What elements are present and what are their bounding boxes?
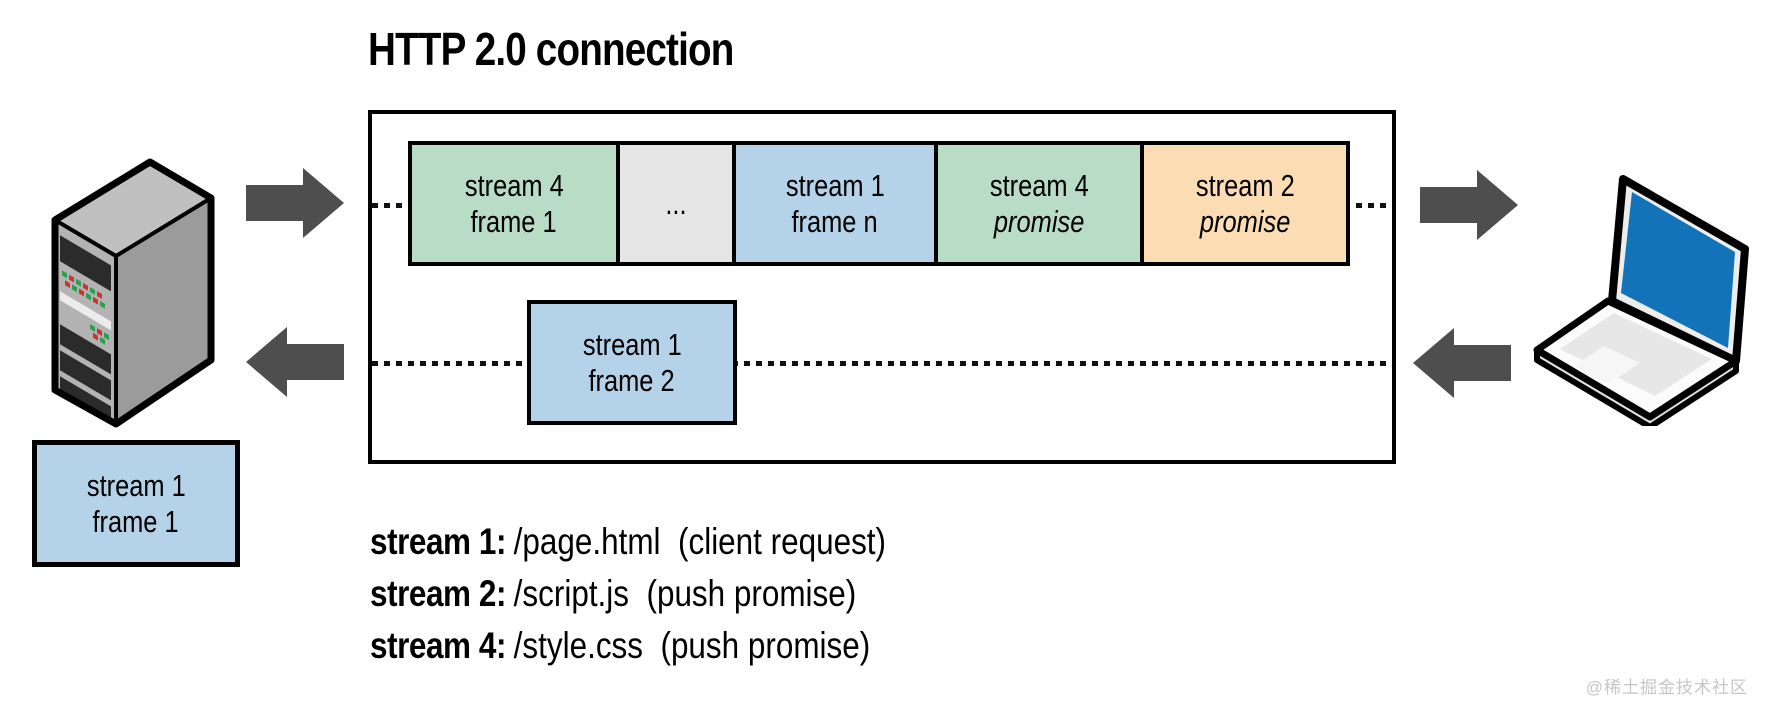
legend-detail: /style.css (push promise) bbox=[513, 625, 871, 666]
frame-label-line1: stream 4 bbox=[464, 167, 564, 203]
frame-stream1-framen: stream 1 frame n bbox=[732, 141, 938, 266]
frame-label-line1: stream 2 bbox=[1195, 167, 1295, 203]
legend-line-stream2: stream 2:/script.js (push promise) bbox=[370, 568, 886, 620]
legend-line-stream4: stream 4:/style.css (push promise) bbox=[370, 620, 886, 672]
laptop-icon bbox=[1533, 175, 1749, 426]
frame-label-line1: stream 4 bbox=[989, 167, 1089, 203]
frame-stream4-promise: stream 4 promise bbox=[934, 141, 1144, 266]
frame-ellipsis: ... bbox=[616, 141, 736, 266]
server-icon bbox=[51, 158, 215, 428]
ellipsis-label: ... bbox=[665, 185, 687, 221]
frame-label-line1: stream 1 bbox=[785, 167, 885, 203]
frame-label-line2: frame 2 bbox=[588, 362, 676, 398]
frame-label-line2: promise bbox=[1199, 203, 1291, 239]
legend-label: stream 4: bbox=[370, 625, 507, 666]
frame-stream4-frame1: stream 4 frame 1 bbox=[408, 141, 620, 266]
frame-stream1-frame2: stream 1 frame 2 bbox=[527, 300, 737, 425]
frame-stream2-promise: stream 2 promise bbox=[1140, 141, 1350, 266]
arrow-right-connection-to-client-icon bbox=[1420, 170, 1518, 240]
legend-detail: /script.js (push promise) bbox=[513, 573, 857, 614]
http2-connection-box: stream 4 frame 1 ... stream 1 frame n st… bbox=[368, 110, 1396, 464]
watermark-text: @稀土掘金技术社区 bbox=[1585, 678, 1748, 697]
diagram-title: HTTP 2.0 connection bbox=[368, 23, 734, 75]
frame-label-line2: frame 1 bbox=[92, 503, 180, 539]
stream-legend: stream 1:/page.html (client request) str… bbox=[370, 516, 977, 672]
frame-stream1-frame1-server: stream 1 frame 1 bbox=[32, 440, 240, 567]
legend-line-stream1: stream 1:/page.html (client request) bbox=[370, 516, 886, 568]
legend-label: stream 1: bbox=[370, 521, 507, 562]
arrow-left-client-to-connection-icon bbox=[1413, 328, 1511, 398]
frame-label-line1: stream 1 bbox=[86, 467, 186, 503]
legend-label: stream 2: bbox=[370, 573, 507, 614]
frame-label-line2: frame 1 bbox=[470, 203, 558, 239]
legend-detail: /page.html (client request) bbox=[513, 521, 887, 562]
frame-label-line2: frame n bbox=[791, 203, 879, 239]
response-dotted-line bbox=[372, 361, 1392, 366]
arrow-left-connection-to-server-icon bbox=[246, 327, 344, 397]
frame-label-line2: promise bbox=[993, 203, 1085, 239]
multiplexed-frame-row: stream 4 frame 1 ... stream 1 frame n st… bbox=[408, 141, 1350, 266]
frame-label-line1: stream 1 bbox=[582, 326, 682, 362]
arrow-right-server-to-connection-icon bbox=[246, 168, 344, 238]
